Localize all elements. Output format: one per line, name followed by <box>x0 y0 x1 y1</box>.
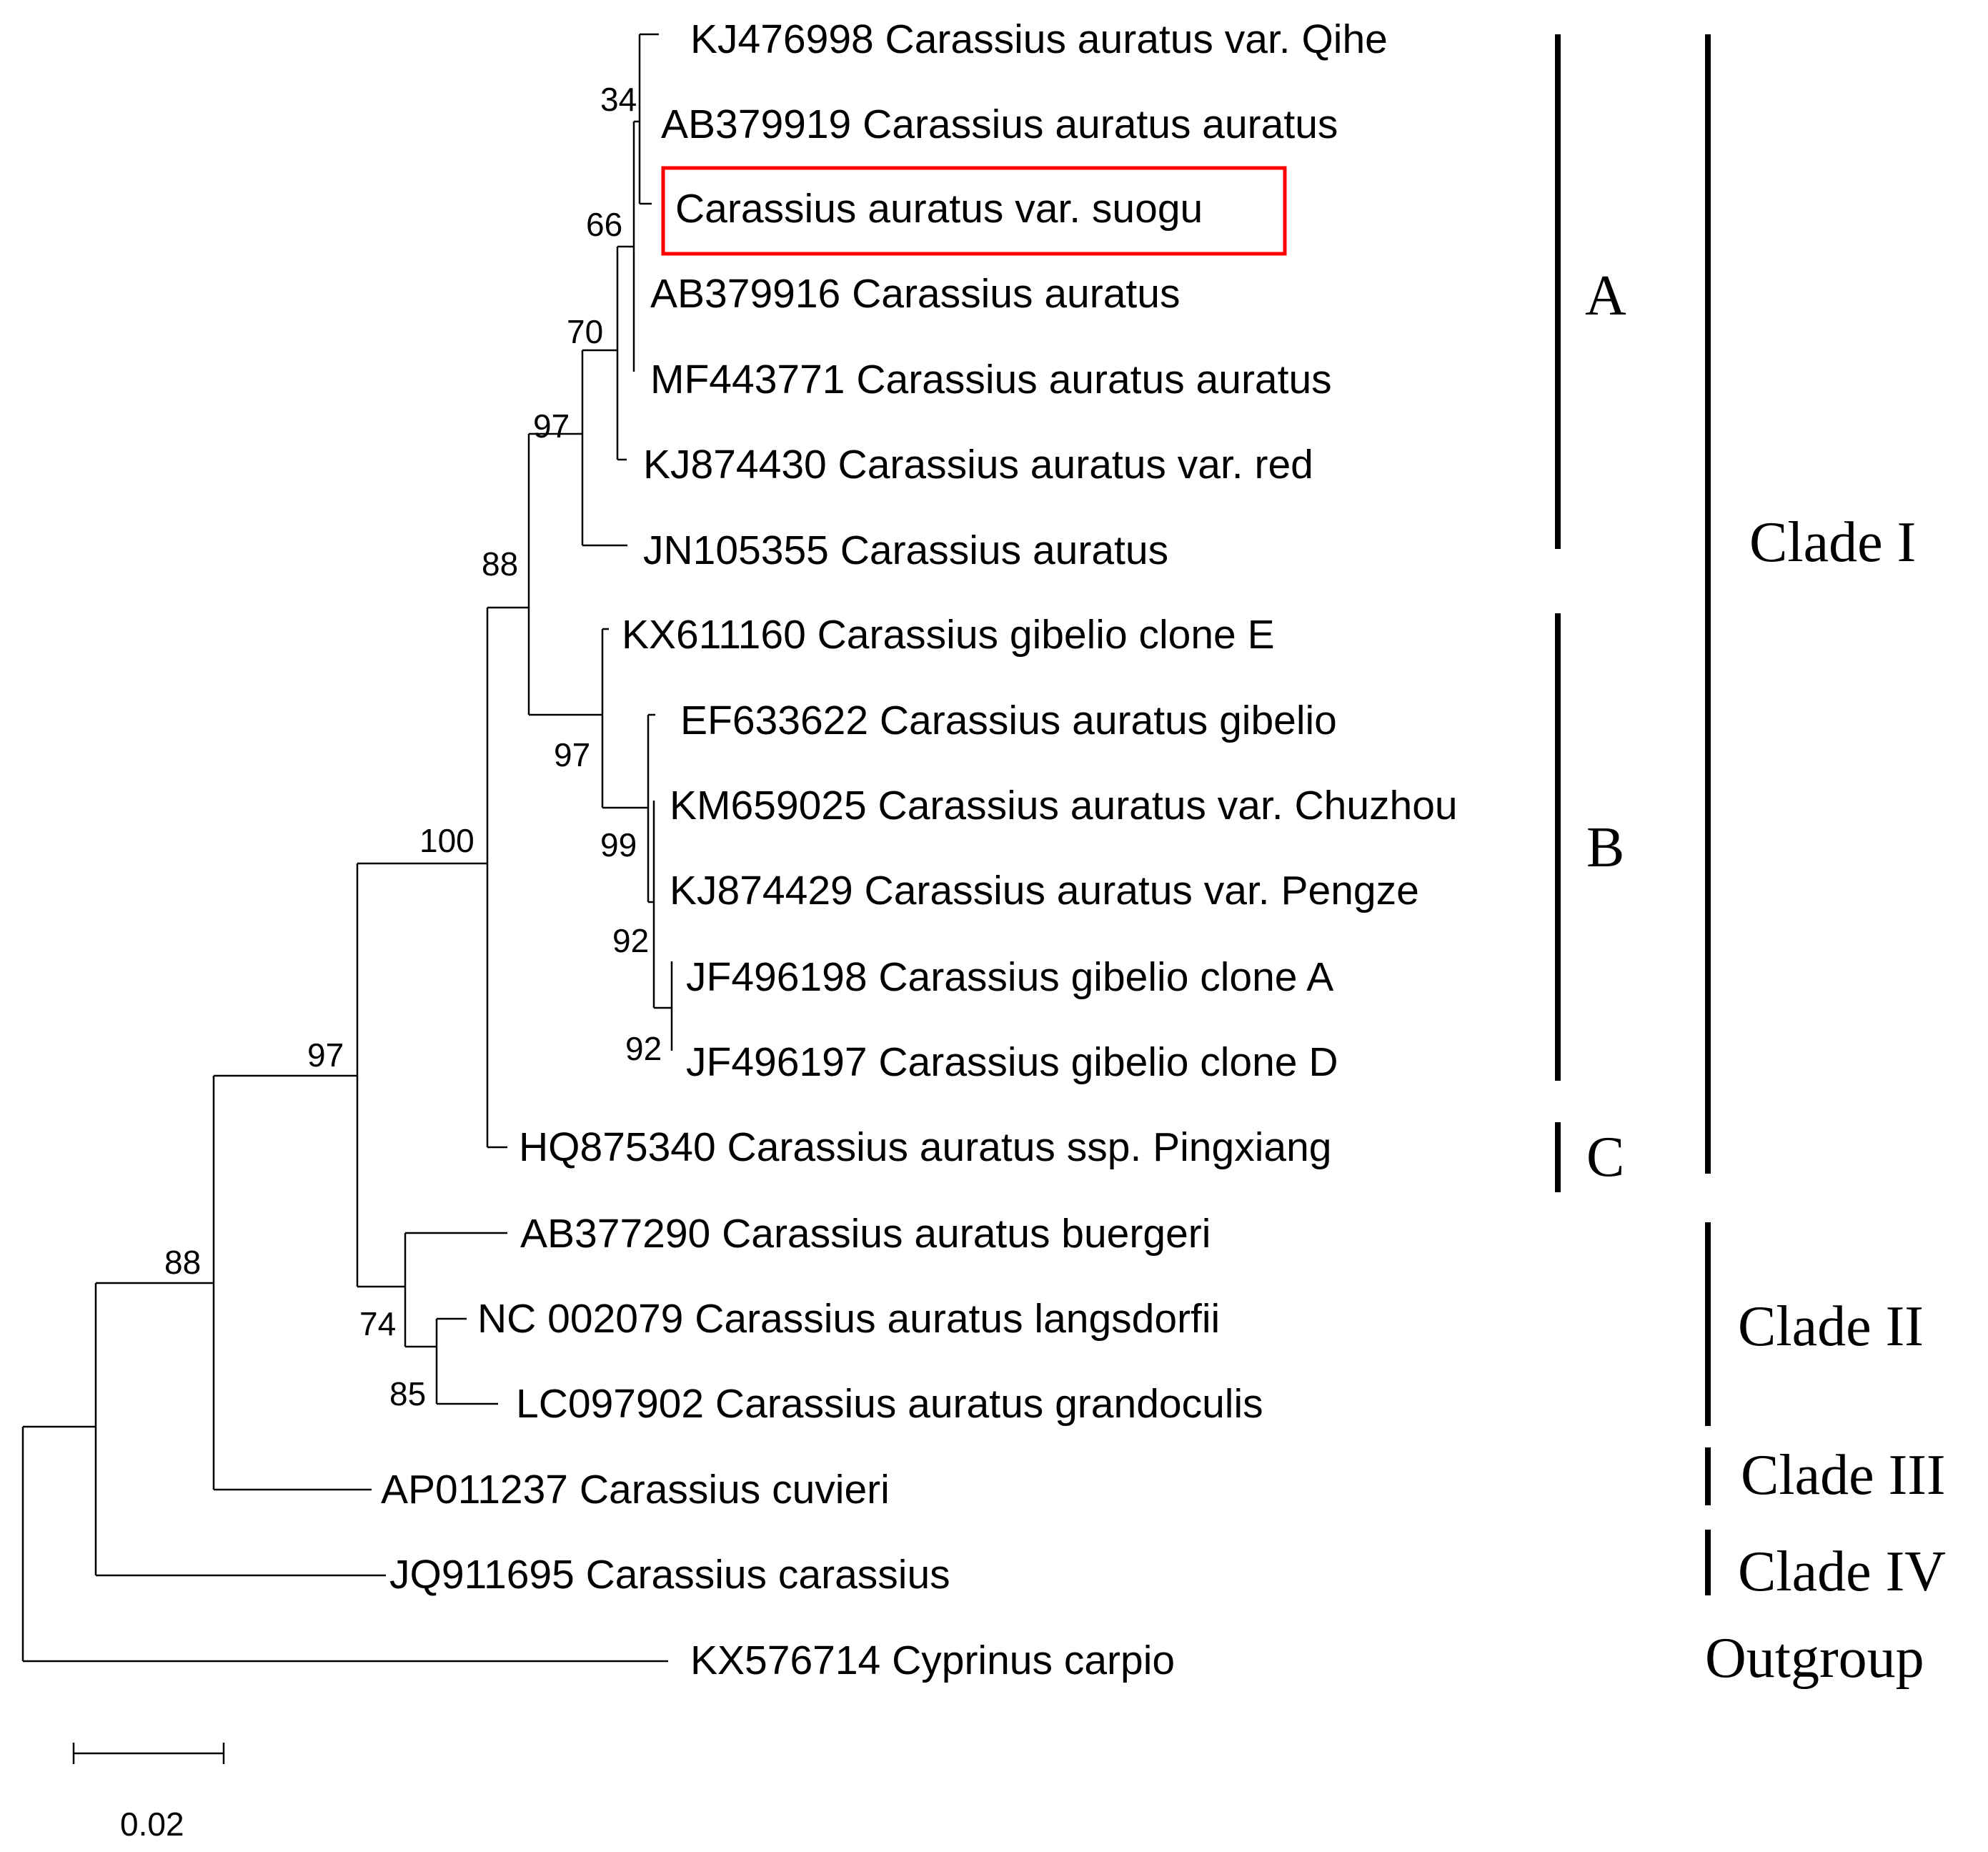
taxon-label: HQ875340 Carassius auratus ssp. Pingxian… <box>519 1124 1331 1170</box>
highlight-box <box>661 166 1287 256</box>
taxon-label: KJ874429 Carassius auratus var. Pengze <box>670 868 1419 913</box>
subgroup-label-b: B <box>1586 816 1624 879</box>
outgroup-label: Outgroup <box>1705 1627 1924 1690</box>
bootstrap-value: 92 <box>612 922 649 959</box>
taxon-label: KM659025 Carassius auratus var. Chuzhou <box>670 783 1458 828</box>
taxon-label: AB379916 Carassius auratus <box>650 271 1180 317</box>
clade-label-3: Clade III <box>1741 1444 1946 1507</box>
bootstrap-value: 92 <box>625 1030 662 1067</box>
taxon-label: LC097902 Carassius auratus grandoculis <box>516 1381 1263 1427</box>
taxon-label: JF496197 Carassius gibelio clone D <box>686 1039 1338 1085</box>
bootstrap-value: 66 <box>586 206 622 243</box>
taxon-label: AB379919 Carassius auratus auratus <box>661 101 1338 147</box>
bootstrap-value: 88 <box>482 545 518 583</box>
taxon-label: AB377290 Carassius auratus buergeri <box>520 1211 1211 1257</box>
clade-label-2: Clade II <box>1738 1295 1924 1358</box>
bootstrap-value: 70 <box>567 313 603 350</box>
clade-label-4: Clade IV <box>1738 1540 1946 1603</box>
bootstrap-value: 97 <box>554 736 590 773</box>
bootstrap-value: 99 <box>600 826 637 863</box>
taxon-label: KJ476998 Carassius auratus var. Qihe <box>690 16 1388 62</box>
scale-bar: 0.02 <box>72 1743 225 1843</box>
bootstrap-value: 34 <box>600 81 637 118</box>
subgroup-label-a: A <box>1585 264 1626 327</box>
bootstrap-value: 97 <box>533 407 570 445</box>
taxon-label: JF496198 Carassius gibelio clone A <box>686 954 1333 1000</box>
taxon-labels: KJ476998 Carassius auratus var. Qihe AB3… <box>381 16 1458 1683</box>
taxon-label: EF633622 Carassius auratus gibelio <box>680 698 1337 743</box>
scale-bar-label: 0.02 <box>120 1806 184 1843</box>
subgroup-brackets: A B C <box>1555 34 1626 1192</box>
taxon-label: KJ874430 Carassius auratus var. red <box>643 442 1313 487</box>
clade-brackets: Clade I Clade II Clade III Clade IV Outg… <box>1705 34 1946 1690</box>
bootstrap-values: 34 66 70 97 88 97 99 92 92 100 97 74 85 … <box>164 81 662 1412</box>
taxon-label: AP011237 Carassius cuvieri <box>381 1467 890 1512</box>
taxon-label: MF443771 Carassius auratus auratus <box>650 357 1332 402</box>
taxon-label: NC 002079 Carassius auratus langsdorfii <box>477 1296 1220 1342</box>
taxon-label: KX576714 Cyprinus carpio <box>690 1638 1175 1683</box>
tree-branches <box>21 33 673 1663</box>
bootstrap-value: 97 <box>307 1036 344 1074</box>
bootstrap-value: 85 <box>389 1375 426 1412</box>
taxon-label: KX611160 Carassius gibelio clone E <box>622 612 1275 658</box>
taxon-label: JN105355 Carassius auratus <box>643 528 1168 573</box>
bootstrap-value: 74 <box>359 1305 396 1342</box>
subgroup-label-c: C <box>1586 1126 1624 1189</box>
taxon-label: JQ911695 Carassius carassius <box>389 1552 950 1598</box>
bootstrap-value: 88 <box>164 1244 201 1281</box>
bootstrap-value: 100 <box>419 822 474 859</box>
clade-label-1: Clade I <box>1749 511 1916 574</box>
taxon-label-highlighted: Carassius auratus var. suogu <box>675 186 1203 232</box>
